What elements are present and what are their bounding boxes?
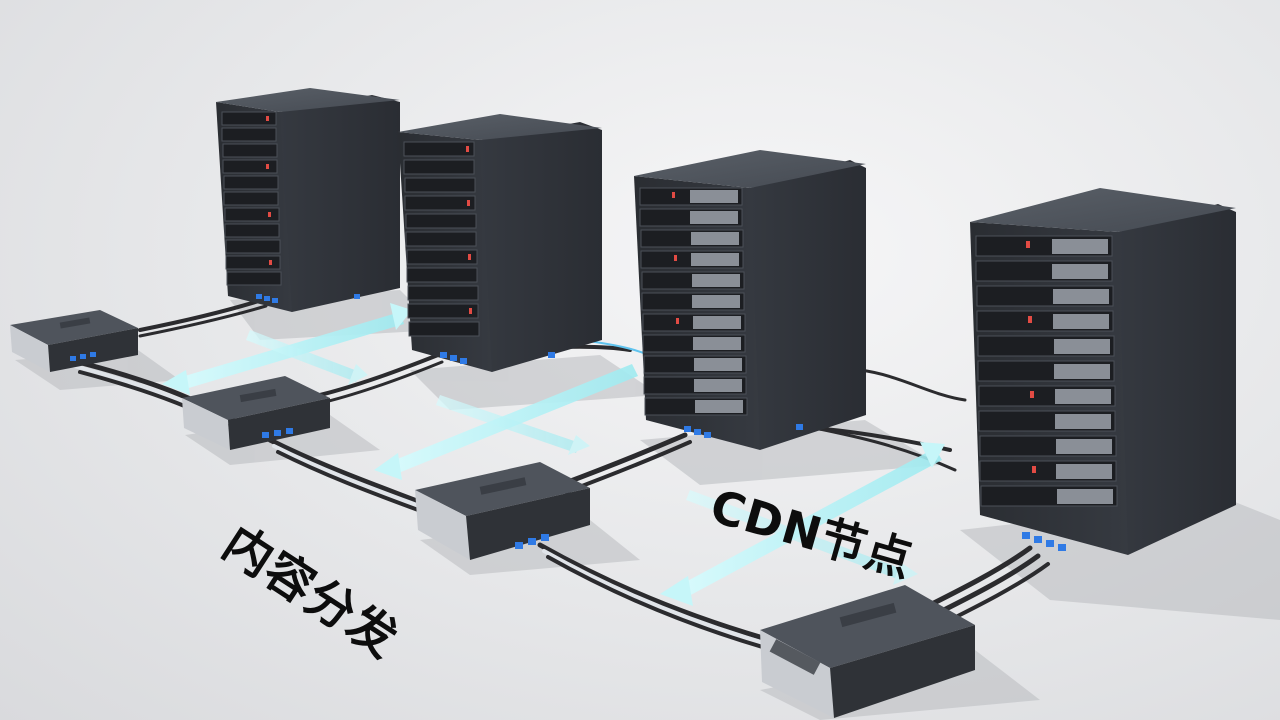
flow-arrow-5 <box>436 395 590 455</box>
server-rack-2 <box>398 114 602 372</box>
server-rack-4 <box>970 188 1236 555</box>
data-flow-arrows <box>162 303 945 606</box>
server-rack-3 <box>634 150 866 450</box>
flow-arrow-6 <box>686 490 918 585</box>
network-switch-1 <box>10 310 138 372</box>
network-switch-3 <box>415 462 590 560</box>
flow-arrow-3 <box>660 442 945 606</box>
network-switch-2 <box>182 376 330 450</box>
flow-arrow-4 <box>246 330 368 385</box>
flow-arrow-2 <box>374 364 638 480</box>
server-rack-1 <box>216 88 400 312</box>
network-switch-4 <box>760 585 975 718</box>
